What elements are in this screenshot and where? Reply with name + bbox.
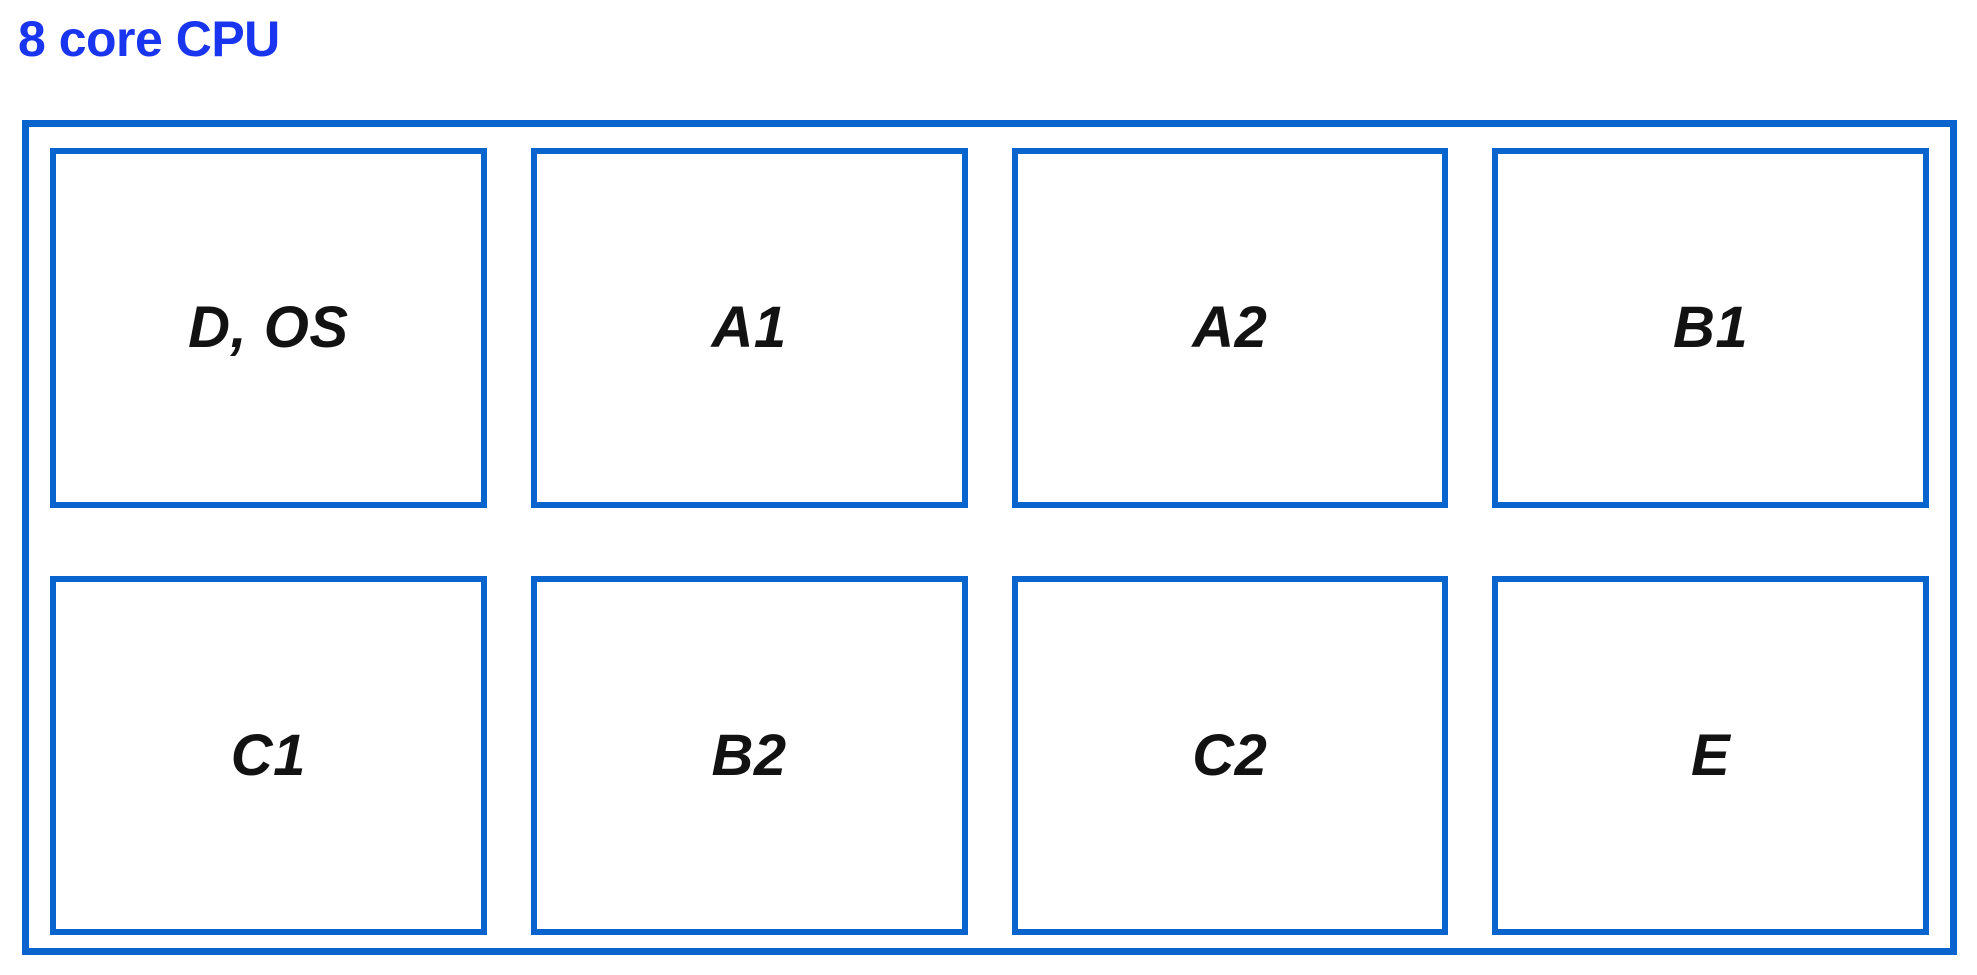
cpu-package-outline: D, OS A1 A2 B1 C1 B2 C2 E: [22, 120, 1957, 955]
core-cell-4[interactable]: B1: [1492, 148, 1929, 508]
core-cell-6[interactable]: B2: [530, 575, 968, 935]
page-title: 8 core CPU: [18, 11, 280, 67]
core-cell-8[interactable]: E: [1492, 575, 1929, 935]
core-label-4: B1: [1673, 295, 1749, 361]
core-label-6: B2: [711, 722, 787, 788]
core-cell-2[interactable]: A1: [530, 148, 968, 508]
core-cell-5[interactable]: C1: [50, 575, 487, 935]
core-cell-7[interactable]: C2: [1011, 575, 1449, 935]
core-cell-1[interactable]: D, OS: [50, 148, 487, 508]
core-label-7: C2: [1192, 722, 1268, 788]
core-cell-3[interactable]: A2: [1011, 148, 1449, 508]
core-label-2: A1: [711, 295, 787, 361]
core-label-8: E: [1691, 722, 1731, 788]
core-label-3: A2: [1192, 295, 1268, 361]
core-label-1: D, OS: [188, 295, 349, 361]
core-label-5: C1: [230, 722, 306, 788]
core-grid: D, OS A1 A2 B1 C1 B2 C2 E: [50, 148, 1929, 935]
